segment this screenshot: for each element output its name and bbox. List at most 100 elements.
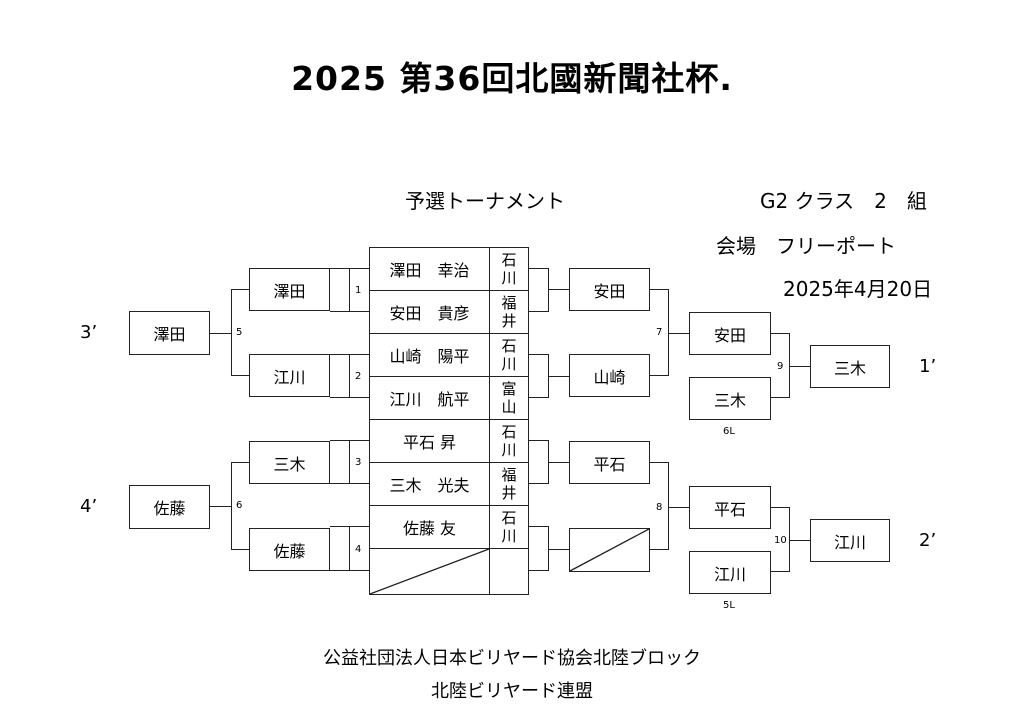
bracket-slot: 安田	[569, 268, 650, 311]
connector	[210, 506, 232, 507]
pref-char: 川	[501, 269, 517, 287]
loser-note: 6L	[723, 426, 735, 437]
bracket-slot: 江川	[249, 354, 330, 397]
bracket-slot: 江川	[689, 551, 771, 594]
match-number: 6	[236, 500, 243, 511]
match-number: 8	[656, 502, 663, 513]
player-name-cell: 山崎 陽平	[369, 333, 490, 377]
connector	[330, 268, 350, 312]
bracket-slot: 佐藤	[249, 528, 330, 571]
class-label: G2 クラス 2 組	[760, 189, 927, 213]
pref-char: 井	[501, 484, 517, 502]
connector	[350, 311, 369, 312]
bracket-slot: 澤田	[249, 268, 330, 311]
bye-slash	[369, 548, 490, 595]
bracket-slot: 山崎	[569, 354, 650, 397]
bracket-slot: 安田	[689, 312, 771, 355]
loser-note: 5L	[723, 600, 735, 611]
prefecture-cell: 石川	[489, 247, 529, 291]
connector	[668, 333, 689, 334]
connector	[350, 483, 369, 484]
seed-label: 3’	[80, 322, 98, 343]
connector	[330, 440, 350, 484]
date-label: 2025年4月20日	[783, 277, 933, 301]
match-number: 4	[355, 544, 362, 555]
footer-federation: 北陸ビリヤード連盟	[431, 681, 593, 702]
connector	[650, 289, 669, 376]
pref-char: 川	[501, 355, 517, 373]
pref-char: 川	[501, 527, 517, 545]
connector	[350, 570, 369, 571]
pref-char: 山	[501, 398, 517, 416]
player-name-cell: 澤田 幸治	[369, 247, 490, 291]
connector	[668, 507, 689, 508]
page-title: 2025 第36回北國新聞社杯.	[291, 59, 733, 98]
player-name-cell: 佐藤 友	[369, 505, 490, 549]
connector	[548, 549, 569, 550]
seed-label: 2’	[919, 530, 937, 551]
seed-label: 4’	[80, 496, 98, 517]
bracket-slot: 三木	[249, 441, 330, 484]
player-name-cell: 江川 航平	[369, 376, 490, 420]
connector	[330, 354, 350, 398]
connector	[231, 289, 249, 376]
pref-char: 石	[501, 337, 517, 355]
pref-char: 石	[501, 423, 517, 441]
bracket-slot: 三木	[689, 377, 771, 420]
connector	[548, 462, 569, 463]
footer-organization: 公益社団法人日本ビリヤード協会北陸ブロック	[323, 648, 701, 669]
match-number: 7	[656, 327, 663, 338]
match-number: 10	[774, 535, 787, 546]
prefecture-cell: 石川	[489, 333, 529, 377]
match-number: 1	[355, 285, 362, 296]
connector	[529, 268, 549, 312]
connector	[771, 333, 790, 398]
connector	[650, 462, 669, 550]
bracket-winner: 三木	[810, 345, 890, 388]
connector	[330, 526, 350, 571]
connector	[350, 268, 369, 269]
connector	[350, 526, 369, 527]
match-number: 5	[236, 327, 243, 338]
connector	[789, 366, 810, 367]
pref-char: 石	[501, 251, 517, 269]
bracket-winner: 江川	[810, 519, 890, 562]
player-name-cell: 平石 昇	[369, 419, 490, 463]
connector	[350, 354, 369, 355]
pref-char: 石	[501, 509, 517, 527]
pref-char: 富	[501, 380, 517, 398]
bracket-slot: 平石	[569, 441, 650, 484]
prefecture-cell: 石川	[489, 419, 529, 463]
pref-char: 福	[501, 294, 517, 312]
connector	[210, 333, 232, 334]
bracket-slot: 佐藤	[129, 485, 210, 529]
prefecture-cell: 富山	[489, 376, 529, 420]
bye-slash	[569, 528, 650, 572]
seed-label: 1’	[919, 356, 937, 377]
prefecture-cell: 福井	[489, 462, 529, 506]
prefecture-cell: 福井	[489, 290, 529, 334]
connector	[548, 376, 569, 377]
player-name-cell: 三木 光夫	[369, 462, 490, 506]
venue-label: 会場 フリーポート	[716, 234, 896, 258]
prefecture-cell: 石川	[489, 505, 529, 549]
connector	[771, 507, 790, 572]
tournament-label: 予選トーナメント	[405, 189, 565, 213]
match-number: 3	[355, 457, 362, 468]
connector	[548, 289, 569, 290]
bracket-slot: 澤田	[129, 311, 210, 355]
connector	[350, 397, 369, 398]
connector	[350, 440, 369, 441]
connector	[529, 440, 549, 484]
connector	[529, 354, 549, 398]
match-number: 2	[355, 371, 362, 382]
bracket-slot: 平石	[689, 486, 771, 529]
connector	[529, 526, 549, 571]
player-name-cell: 安田 貴彦	[369, 290, 490, 334]
match-number: 9	[777, 361, 784, 372]
connector	[789, 540, 810, 541]
bye-prefecture-cell	[489, 548, 529, 595]
pref-char: 福	[501, 466, 517, 484]
pref-char: 川	[501, 441, 517, 459]
pref-char: 井	[501, 312, 517, 330]
